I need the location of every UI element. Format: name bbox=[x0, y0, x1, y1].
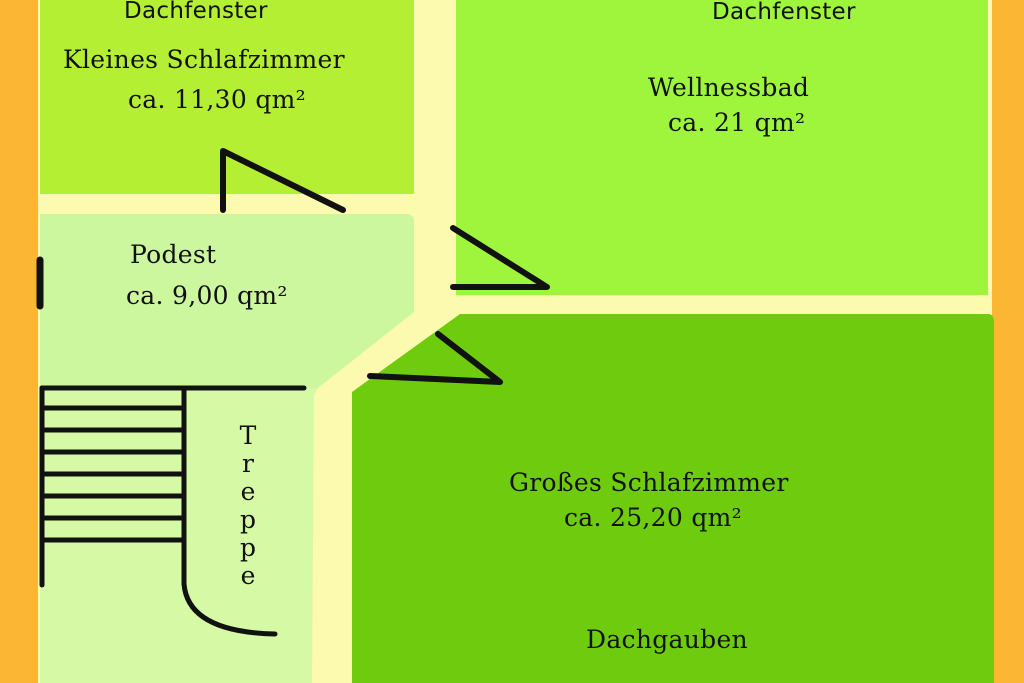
room-stair-area bbox=[40, 388, 318, 683]
stairs-letter: r bbox=[242, 449, 254, 478]
room-landing bbox=[40, 214, 414, 388]
large-bedroom-dormers-label: Dachgauben bbox=[586, 625, 748, 654]
room-large-bedroom bbox=[352, 314, 994, 683]
landing-name: Podest bbox=[130, 240, 217, 269]
small-bedroom-area: ca. 11,30 qm² bbox=[128, 85, 306, 114]
landing-area: ca. 9,00 qm² bbox=[126, 281, 288, 310]
door-symbol-small-bedroom bbox=[220, 148, 346, 213]
large-bedroom-name: Großes Schlafzimmer bbox=[509, 468, 789, 497]
stairs-letter: p bbox=[239, 505, 256, 534]
large-bedroom-area: ca. 25,20 qm² bbox=[564, 503, 742, 532]
room-wellness-bath bbox=[456, 0, 988, 295]
staircase-symbol bbox=[39, 385, 307, 637]
stairs-letter: e bbox=[240, 561, 256, 590]
room-small-bedroom bbox=[40, 0, 414, 194]
wellness-area: ca. 21 qm² bbox=[668, 108, 806, 137]
stairs-label: T r e p p e bbox=[232, 422, 264, 590]
stairs-letter: p bbox=[239, 533, 256, 562]
stairs-letter: e bbox=[240, 477, 256, 506]
small-bedroom-window-label: Dachfenster bbox=[124, 0, 268, 24]
wellness-window-label: Dachfenster bbox=[712, 0, 856, 25]
stair-curve bbox=[181, 581, 278, 637]
door-symbol-large-bedroom bbox=[367, 331, 503, 385]
small-bedroom-name: Kleines Schlafzimmer bbox=[63, 45, 345, 74]
wellness-name: Wellnessbad bbox=[648, 73, 810, 102]
door-symbol-wellness-bath bbox=[450, 225, 550, 290]
stairs-letter: T bbox=[239, 421, 257, 450]
